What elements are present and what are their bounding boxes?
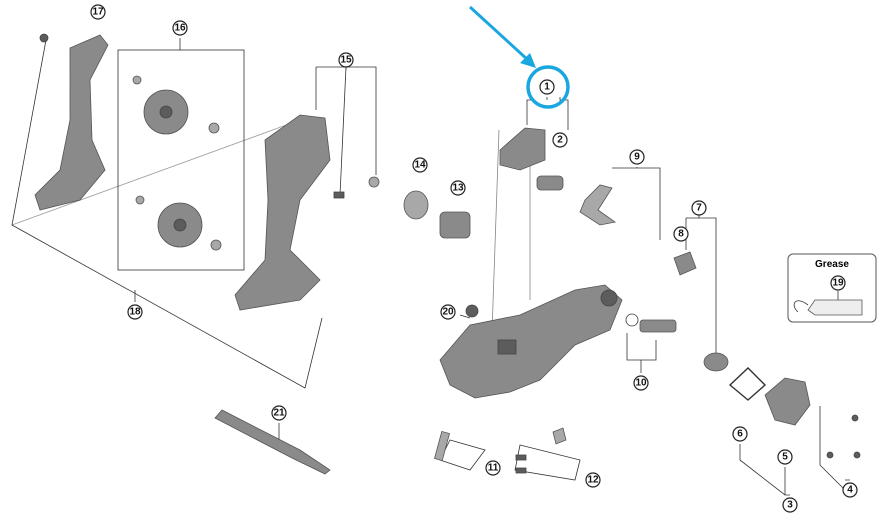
part-2-adjust-bolt (536, 175, 564, 191)
part-15-outer-plate (234, 114, 380, 311)
callout-11: 11 (485, 460, 501, 476)
callout-14: 14 (412, 157, 428, 173)
part-1-b-tension-assembly (499, 127, 546, 171)
callout-8: 8 (673, 226, 689, 242)
grease-box: Grease (787, 253, 877, 323)
part-20-screw (465, 304, 479, 318)
callout-4: 4 (842, 482, 858, 498)
part-5-cover (764, 377, 811, 426)
svg-text:10: 10 (635, 378, 647, 389)
svg-text:21: 21 (273, 408, 285, 419)
svg-text:19: 19 (832, 278, 844, 289)
part-11-pin (434, 430, 450, 462)
svg-text:8: 8 (678, 229, 684, 240)
callout-15: 15 (338, 52, 354, 68)
svg-text:11: 11 (488, 463, 499, 474)
part-21-tool (214, 409, 331, 475)
part-7-spring-unit (703, 352, 729, 372)
svg-text:13: 13 (452, 183, 464, 194)
callout-13: 13 (450, 180, 466, 196)
grease-tube-icon (807, 299, 863, 316)
leader-lines (11, 38, 851, 496)
callout-12: 12 (585, 472, 601, 488)
part-4-screws (826, 414, 861, 459)
callout-2: 2 (552, 132, 568, 148)
callout-20: 20 (440, 304, 456, 320)
callout-1: 1 (539, 79, 555, 95)
callout-6: 6 (732, 426, 748, 442)
callout-17: 17 (90, 4, 106, 20)
svg-text:3: 3 (787, 500, 793, 511)
part-16-pulleys (132, 75, 222, 251)
svg-text:1: 1 (544, 82, 550, 93)
arrow-head-icon (520, 53, 536, 68)
grease-label: Grease (815, 259, 849, 270)
callout-9: 9 (629, 149, 645, 165)
part-6-seal (728, 367, 767, 401)
callout-3: 3 (782, 497, 798, 513)
svg-text:20: 20 (442, 307, 454, 318)
svg-text:9: 9 (634, 152, 640, 163)
part-10-axle (625, 313, 677, 333)
part-17-inner-plate (34, 33, 109, 211)
part-14-ring (403, 190, 429, 220)
svg-text:17: 17 (92, 7, 104, 18)
svg-text:2: 2 (557, 135, 563, 146)
part-9-cable-guide (579, 184, 616, 226)
callout-7: 7 (691, 200, 707, 216)
highlight-annotation (468, 5, 570, 109)
part-8-fixing-part (673, 251, 697, 276)
svg-text:16: 16 (174, 23, 186, 34)
callout-10: 10 (633, 375, 649, 391)
part-12-screws (515, 427, 567, 474)
highlight-circle (526, 65, 570, 109)
callout-5: 5 (777, 449, 793, 465)
highlight-arrow-icon (468, 5, 530, 62)
svg-text:6: 6 (737, 429, 743, 440)
part-13-bushing (439, 211, 471, 239)
svg-text:5: 5 (782, 452, 788, 463)
callout-16: 16 (172, 20, 188, 36)
svg-text:14: 14 (414, 160, 426, 171)
svg-text:18: 18 (129, 307, 141, 318)
callouts: 1 2 3 4 5 6 7 8 9 10 11 12 13 14 15 16 1… (90, 4, 858, 513)
callout-21: 21 (271, 405, 287, 421)
callout-18: 18 (127, 304, 143, 320)
part-main-body (439, 284, 623, 399)
svg-text:12: 12 (587, 475, 599, 486)
callout-19: 19 (830, 275, 846, 291)
svg-text:15: 15 (340, 55, 352, 66)
svg-text:7: 7 (696, 203, 702, 214)
svg-text:4: 4 (847, 485, 853, 496)
